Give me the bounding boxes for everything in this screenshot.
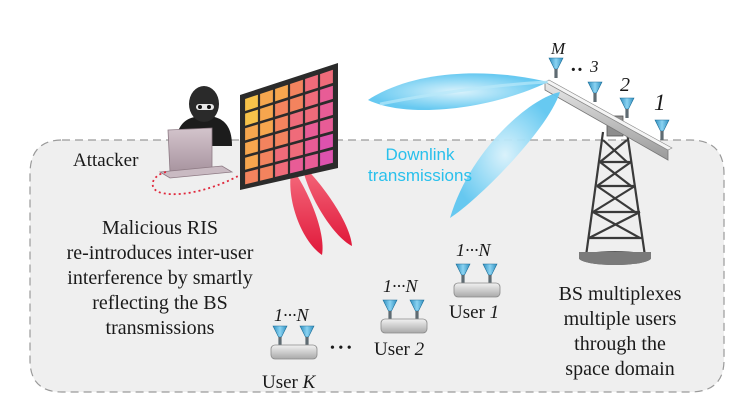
between-users-dots: • • •	[330, 341, 352, 356]
user-2-device	[380, 299, 428, 334]
ris-panel	[240, 63, 338, 190]
ris-cell	[290, 141, 303, 158]
laptop-icon	[158, 127, 234, 179]
downlink-label-line2: transmissions	[368, 166, 472, 185]
ris-cell	[305, 122, 318, 139]
user-1-device	[453, 263, 501, 298]
ris-cell	[320, 101, 333, 119]
ris-cell	[245, 124, 258, 141]
ris-cell	[275, 161, 288, 177]
bs-antenna-2-label: 2	[620, 74, 630, 96]
ris-cell	[305, 153, 318, 170]
ris-cell	[320, 149, 333, 166]
ris-cell	[320, 69, 333, 87]
ris-cell	[260, 119, 273, 136]
ris-cell	[245, 169, 258, 185]
ris-cell	[305, 90, 318, 108]
ris-cell	[245, 139, 258, 155]
ris-description-line1: Malicious RIS	[102, 217, 218, 239]
ris-cell	[290, 126, 303, 143]
ris-cell	[275, 115, 288, 132]
user-1-antenna-range: 1···N	[456, 240, 492, 260]
ris-cell	[290, 79, 303, 97]
ris-cell	[320, 133, 333, 151]
ris-reflected-beams	[290, 164, 352, 255]
bs-description-line3: through the	[574, 333, 666, 355]
ris-cell	[260, 165, 273, 181]
ris-cell	[305, 74, 318, 92]
bs-antenna-m-label: M	[550, 39, 566, 58]
ris-cell	[260, 89, 273, 107]
ground-plane	[29, 139, 725, 393]
ris-cell	[275, 100, 288, 117]
ris-cell	[320, 85, 333, 103]
ris-cell	[290, 157, 303, 174]
user-k-device	[270, 325, 318, 360]
ris-cell	[275, 84, 288, 102]
bs-description-line2: multiple users	[564, 308, 677, 330]
base-station-tower	[544, 79, 673, 265]
bs-antenna-m	[548, 57, 564, 79]
bs-antenna-1-label: 1	[654, 90, 666, 115]
ris-cell	[290, 110, 303, 128]
bs-antenna-3	[587, 81, 603, 103]
bs-description: BS multiplexes multiple users through th…	[559, 283, 682, 380]
beam-to-ris	[368, 73, 549, 111]
bs-antenna-2	[619, 97, 635, 119]
ris-cell	[290, 95, 303, 112]
ris-cell	[260, 150, 273, 166]
ris-description-line5: transmissions	[106, 317, 215, 339]
ris-cell	[275, 146, 288, 162]
ris-description-line3: interference by smartly	[67, 267, 252, 289]
user-2-antenna-range: 1···N	[383, 276, 419, 296]
bs-antenna-3-label: 3	[589, 57, 599, 76]
user-1-label: User 1	[449, 302, 499, 323]
ris-cell	[245, 94, 258, 111]
bs-antenna-dots: ··	[570, 59, 583, 81]
ris-description: Malicious RIS re-introduces inter-user i…	[67, 217, 254, 339]
downlink-label-line1: Downlink	[386, 145, 455, 164]
ris-description-line2: re-introduces inter-user	[67, 242, 254, 264]
user-2-label: User 2	[374, 339, 425, 360]
ris-cell	[245, 154, 258, 170]
ris-cell	[275, 130, 288, 147]
ris-cell	[245, 109, 258, 126]
attacker-label: Attacker	[73, 150, 139, 171]
ris-cell	[320, 117, 333, 135]
ris-cell	[260, 104, 273, 122]
ris-cell	[260, 135, 273, 151]
ris-cell	[305, 137, 318, 155]
bs-description-line1: BS multiplexes	[559, 283, 682, 305]
user-k-antenna-range: 1···N	[274, 305, 310, 325]
bs-description-line4: space domain	[565, 358, 674, 380]
beam-to-users	[450, 92, 560, 218]
ris-description-line4: reflecting the BS	[92, 292, 228, 314]
ris-cell	[305, 106, 318, 123]
user-k-label: User K	[262, 372, 317, 393]
bs-antenna-1	[654, 119, 670, 141]
